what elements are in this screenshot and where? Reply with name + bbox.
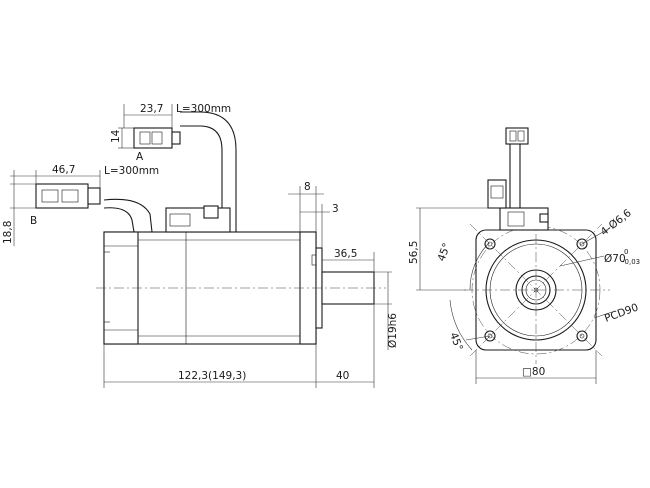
dim-pcd: PCD90: [603, 302, 640, 325]
mount-hole: [576, 238, 588, 250]
dim-bolt-angle-lower: 45°: [447, 331, 465, 353]
label-connector-a: A: [136, 151, 144, 163]
mount-hole: [576, 330, 588, 342]
mount-hole: [484, 330, 496, 342]
connector-housing: [165, 207, 231, 233]
cable-a: [180, 125, 223, 208]
dim-flange-thickness: 8: [304, 181, 311, 193]
dim-flange-spigot: 3: [332, 203, 339, 215]
dim-shaft-diameter: Ø19h6: [387, 313, 399, 348]
dim-cable-b-length: L=300mm: [104, 165, 159, 177]
mount-hole: [484, 238, 496, 250]
dim-connector-b-offset: 46,7: [52, 164, 75, 176]
dim-pilot-tol-lower: -0,03: [622, 258, 640, 266]
front-connector-a: [505, 127, 529, 145]
dim-body-length: 122,3(149,3): [178, 370, 246, 382]
dim-shaft-length: 36,5: [334, 248, 357, 260]
dim-pilot-tol-upper: 0: [624, 248, 628, 256]
front-view: 56,5 45° 45° 4-Ø6,6 Ø70 0 -0,03 PCD90 □8…: [408, 127, 640, 384]
cable-b: [103, 198, 153, 233]
dim-flange-square: □80: [522, 366, 545, 378]
dim-shaft-total: 40: [336, 370, 349, 382]
connector-a: [133, 127, 173, 149]
dim-cable-a-length: L=300mm: [176, 103, 231, 115]
dim-front-height: 56,5: [408, 241, 420, 264]
dim-connector-b-height: 18,8: [2, 221, 14, 244]
dim-pilot-diameter: Ø70: [604, 253, 626, 265]
side-view: 23,7 L=300mm 14 A 46,7 L=300mm 18,8 B 8 …: [2, 103, 399, 388]
dim-mount-holes: 4-Ø6,6: [598, 207, 634, 238]
label-connector-b: B: [30, 215, 37, 227]
dim-connector-a-height: 14: [110, 129, 122, 143]
dim-connector-a-offset: 23,7: [140, 103, 163, 115]
dim-bolt-angle: 45°: [436, 241, 454, 263]
